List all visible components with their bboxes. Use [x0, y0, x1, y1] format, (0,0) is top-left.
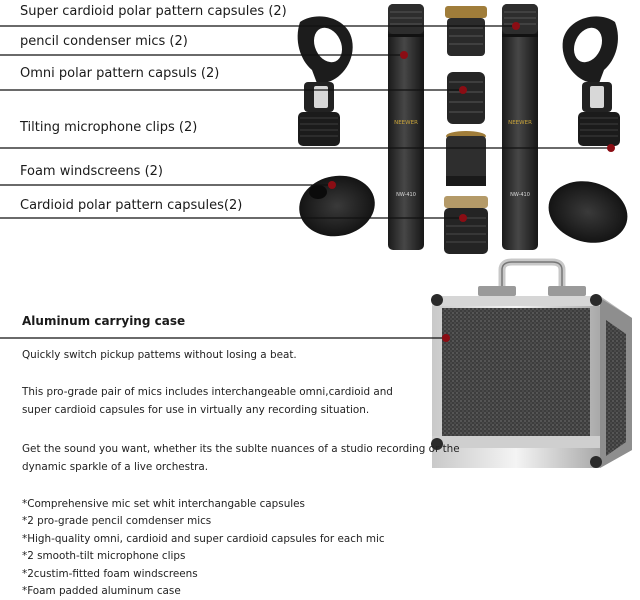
model-mark-right: NW-410 — [510, 192, 530, 198]
case-paragraph: Quickly switch pickup pattems without lo… — [22, 349, 297, 361]
feature-list: *Comprehensive mic set whit interchangab… — [22, 496, 385, 600]
pencil-mic-right — [502, 4, 538, 250]
case-title: Aluminum carrying case — [22, 314, 186, 328]
feature-item: *Comprehensive mic set whit interchangab… — [22, 498, 305, 510]
mic-clip-left — [297, 16, 353, 146]
capsule-omni — [447, 72, 485, 124]
case-paragraph: This pro-grade pair of mics includes int… — [22, 386, 393, 398]
capsule-adapter — [446, 131, 486, 186]
mic-clip-right — [562, 16, 620, 146]
case-paragraph: dynamic sparkle of a live orchestra. — [22, 461, 209, 473]
model-mark-left: NW-410 — [396, 192, 416, 198]
callout-super-cardioid-capsules: Super cardioid polar pattern capsules (2… — [20, 4, 287, 19]
foam-windscreen-right — [548, 181, 628, 243]
feature-item: *High-quality omni, cardioid and super c… — [22, 532, 385, 545]
feature-item: *Foam padded aluminum case — [22, 585, 181, 598]
aluminum-case — [431, 258, 632, 468]
callout-omni-capsules: Omni polar pattern capsuls (2) — [20, 66, 220, 81]
brand-mark-left: NEEWER — [394, 120, 418, 126]
callout-pencil-condenser-mics: pencil condenser mics (2) — [20, 34, 188, 49]
callout-cardioid-capsules: Cardioid polar pattern capsules(2) — [20, 198, 243, 213]
pencil-mic-left — [388, 4, 424, 250]
foam-windscreen-left — [299, 175, 375, 237]
callout-tilting-clips: Tilting microphone clips (2) — [20, 120, 198, 135]
case-paragraph: super cardioid capsules for use in virtu… — [22, 404, 370, 416]
callout-lines — [0, 25, 611, 339]
callout-foam-windscreens: Foam windscreens (2) — [20, 164, 163, 179]
brand-mark-right: NEEWER — [508, 120, 532, 126]
feature-item: *2 pro-grade pencil comdenser mics — [22, 515, 212, 528]
capsule-cardioid — [444, 196, 488, 254]
feature-item: *2 smooth-tilt microphone clips — [22, 550, 186, 563]
callout-dots — [328, 22, 615, 342]
feature-item: *2custim-fitted foam windscreens — [22, 567, 198, 580]
capsule-super-cardioid — [445, 6, 487, 56]
case-paragraph: Get the sound you want, whether its the … — [22, 443, 460, 455]
